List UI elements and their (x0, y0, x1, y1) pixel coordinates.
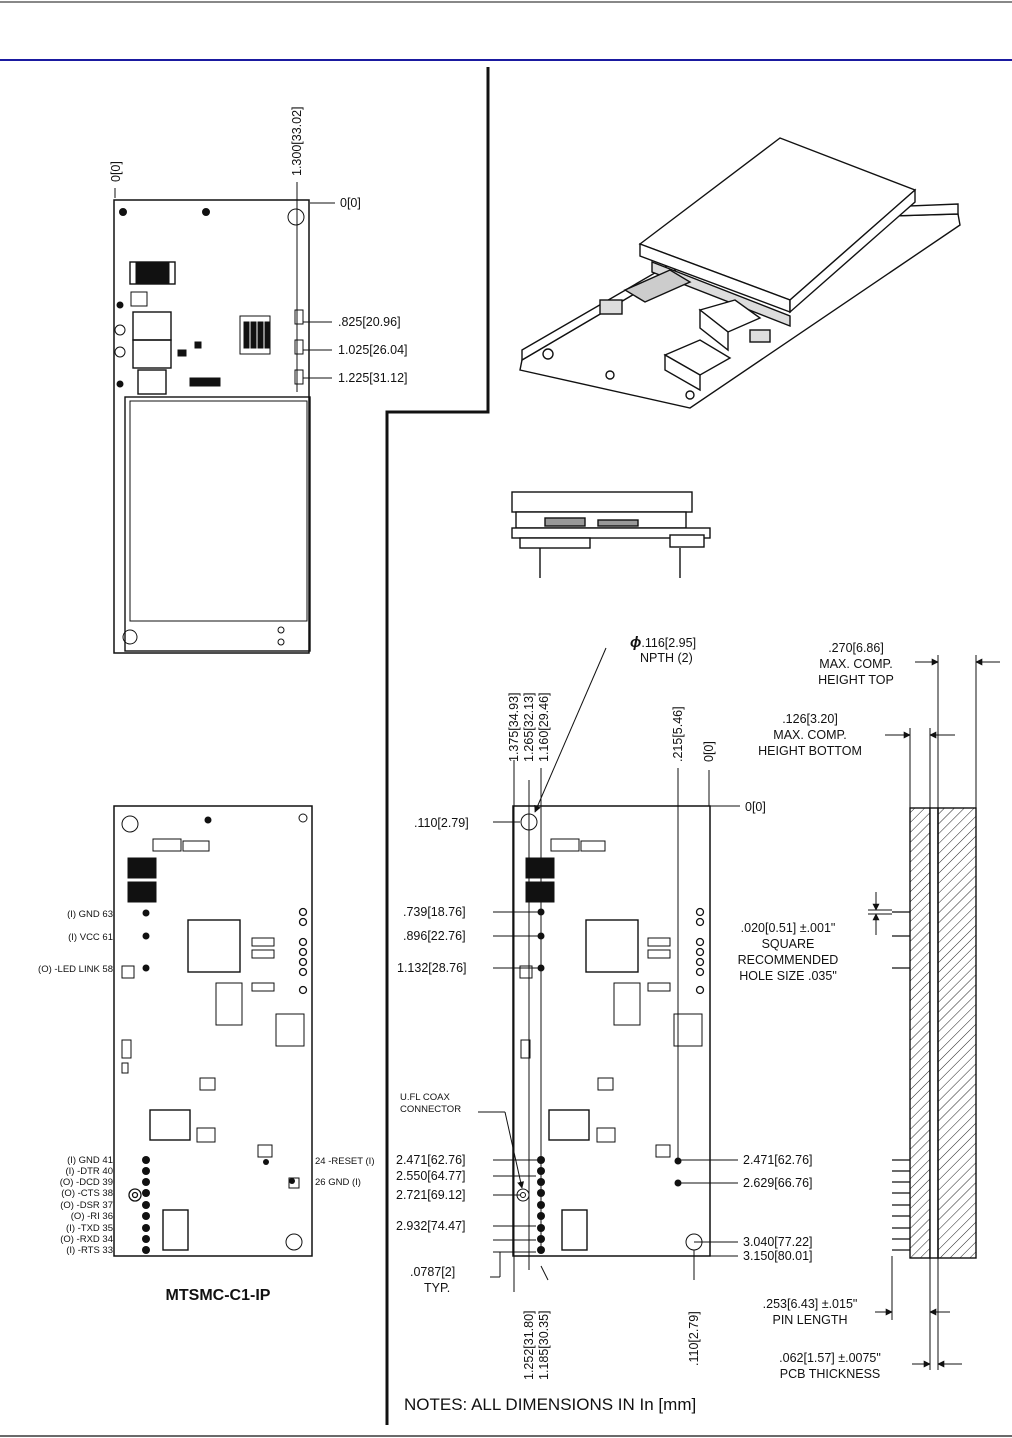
npth-note: NPTH (2) (640, 651, 693, 665)
pin-label-ri36: (O) -RI 36 (71, 1211, 113, 1222)
pin-length-2: PIN LENGTH (772, 1313, 847, 1327)
lower-pin-labels: (I) GND 41 (I) -DTR 40 (O) -DCD 39 (O) -… (60, 1155, 113, 1256)
top-dim-1: .825[20.96] (338, 315, 401, 329)
pcb-thickness-1: .062[1.57] ±.0075" (779, 1351, 881, 1365)
bottom-height-3: HEIGHT BOTTOM (758, 744, 862, 758)
top-view-board (113, 199, 311, 654)
dim-bottom-1185: 1.185[30.35] (537, 1310, 551, 1380)
dim-r-2471: 2.471[62.76] (743, 1153, 813, 1167)
isometric-module (519, 137, 961, 409)
pin-label-txd35: (I) -TXD 35 (66, 1223, 113, 1234)
pin-label-led58: (O) -LED LINK 58 (38, 964, 113, 975)
pin-label-dtr40: (I) -DTR 40 (66, 1166, 114, 1177)
square-3: RECOMMENDED (738, 953, 839, 967)
npth-dim: ϕ.116[2.95] (630, 634, 696, 651)
dim-ll-2932: 2.932[74.47] (396, 1219, 466, 1233)
top-height-1: .270[6.86] (828, 641, 884, 655)
pin-label-gnd41: (I) GND 41 (67, 1155, 113, 1166)
pin-length-1: .253[6.43] ±.015" (763, 1297, 858, 1311)
pin-label-vcc61: (I) VCC 61 (68, 932, 113, 943)
top-dim-x1: 1.300[33.02] (290, 106, 304, 176)
dim-bottom-110: .110[2.79] (687, 1311, 701, 1366)
side-elevation (511, 491, 711, 578)
top-dim-2: 1.025[26.04] (338, 343, 408, 357)
ufl-label-1: U.FL COAX (400, 1092, 450, 1103)
pin-label-gnd63: (I) GND 63 (67, 909, 113, 920)
dim-top-1265: 1.265[32.13] (522, 692, 536, 762)
ufl-label-2: CONNECTOR (400, 1104, 461, 1115)
top-view-dimensions (114, 182, 335, 392)
top-dim-y0: 0[0] (340, 196, 361, 210)
pin-label-dcd39: (O) -DCD 39 (60, 1177, 113, 1188)
dim-top-215: .215[5.46] (671, 706, 685, 762)
bottom-height-1: .126[3.20] (782, 712, 838, 726)
top-height-3: HEIGHT TOP (818, 673, 894, 687)
square-4: HOLE SIZE .035" (739, 969, 837, 983)
dim-left-1132: 1.132[28.76] (397, 961, 467, 975)
dim-y0: 0[0] (745, 800, 766, 814)
top-dim-x0: 0[0] (109, 161, 123, 182)
dim-left-896: .896[22.76] (403, 929, 466, 943)
square-1: .020[0.51] ±.001" (741, 921, 836, 935)
pin-label-reset24: 24 -RESET (I) (315, 1156, 374, 1167)
bottom-view-right-pins (128, 907, 308, 1202)
pin-label-rxd34: (O) -RXD 34 (60, 1234, 113, 1245)
dim-r-3150: 3.150[80.01] (743, 1249, 813, 1263)
notes-text: NOTES: ALL DIMENSIONS IN In [mm] (404, 1395, 696, 1414)
square-2: SQUARE (762, 937, 815, 951)
npth-dim-text: .116[2.95] (641, 636, 696, 650)
top-height-2: MAX. COMP. (819, 657, 892, 671)
model-title: MTSMC-C1-IP (166, 1287, 271, 1304)
dim-view-lines (478, 647, 740, 1292)
dim-top-1160: 1.160[29.46] (537, 692, 551, 762)
dim-r-2629: 2.629[66.76] (743, 1176, 813, 1190)
dim-ll-2721: 2.721[69.12] (396, 1188, 466, 1202)
dim-ll-2550: 2.550[64.77] (396, 1169, 466, 1183)
dim-left-739: .739[18.76] (403, 905, 466, 919)
dim-view-right-pins (695, 907, 705, 995)
dim-bottom-1252: 1.252[31.80] (522, 1310, 536, 1380)
dim-view-pins (537, 908, 682, 1254)
side-section-pins (892, 911, 910, 1251)
pin-label-dsr37: (O) -DSR 37 (60, 1200, 113, 1211)
divider-line (385, 67, 490, 1425)
dim-top-1375: 1.375[34.93] (507, 692, 521, 762)
hole-dim: .110[2.79] (414, 816, 469, 830)
side-section-dim-lines (868, 655, 1000, 1370)
pin-label-cts38: (O) -CTS 38 (61, 1188, 113, 1199)
bottom-view-board (113, 805, 313, 1257)
typ-dim: .0787[2] (410, 1265, 455, 1279)
bottom-view-pins (142, 909, 295, 1254)
side-section (909, 807, 977, 1259)
dim-ll-2471: 2.471[62.76] (396, 1153, 466, 1167)
dim-view-board (512, 805, 711, 1257)
pcb-thickness-2: PCB THICKNESS (780, 1367, 881, 1381)
pin-label-gnd26: 26 GND (I) (315, 1177, 361, 1188)
bottom-height-2: MAX. COMP. (773, 728, 846, 742)
top-dim-3: 1.225[31.12] (338, 371, 408, 385)
typ-label: TYP. (424, 1281, 450, 1295)
dim-r-3040: 3.040[77.22] (743, 1235, 813, 1249)
pin-label-rts33: (I) -RTS 33 (66, 1245, 113, 1256)
dim-top-0: 0[0] (702, 741, 716, 762)
